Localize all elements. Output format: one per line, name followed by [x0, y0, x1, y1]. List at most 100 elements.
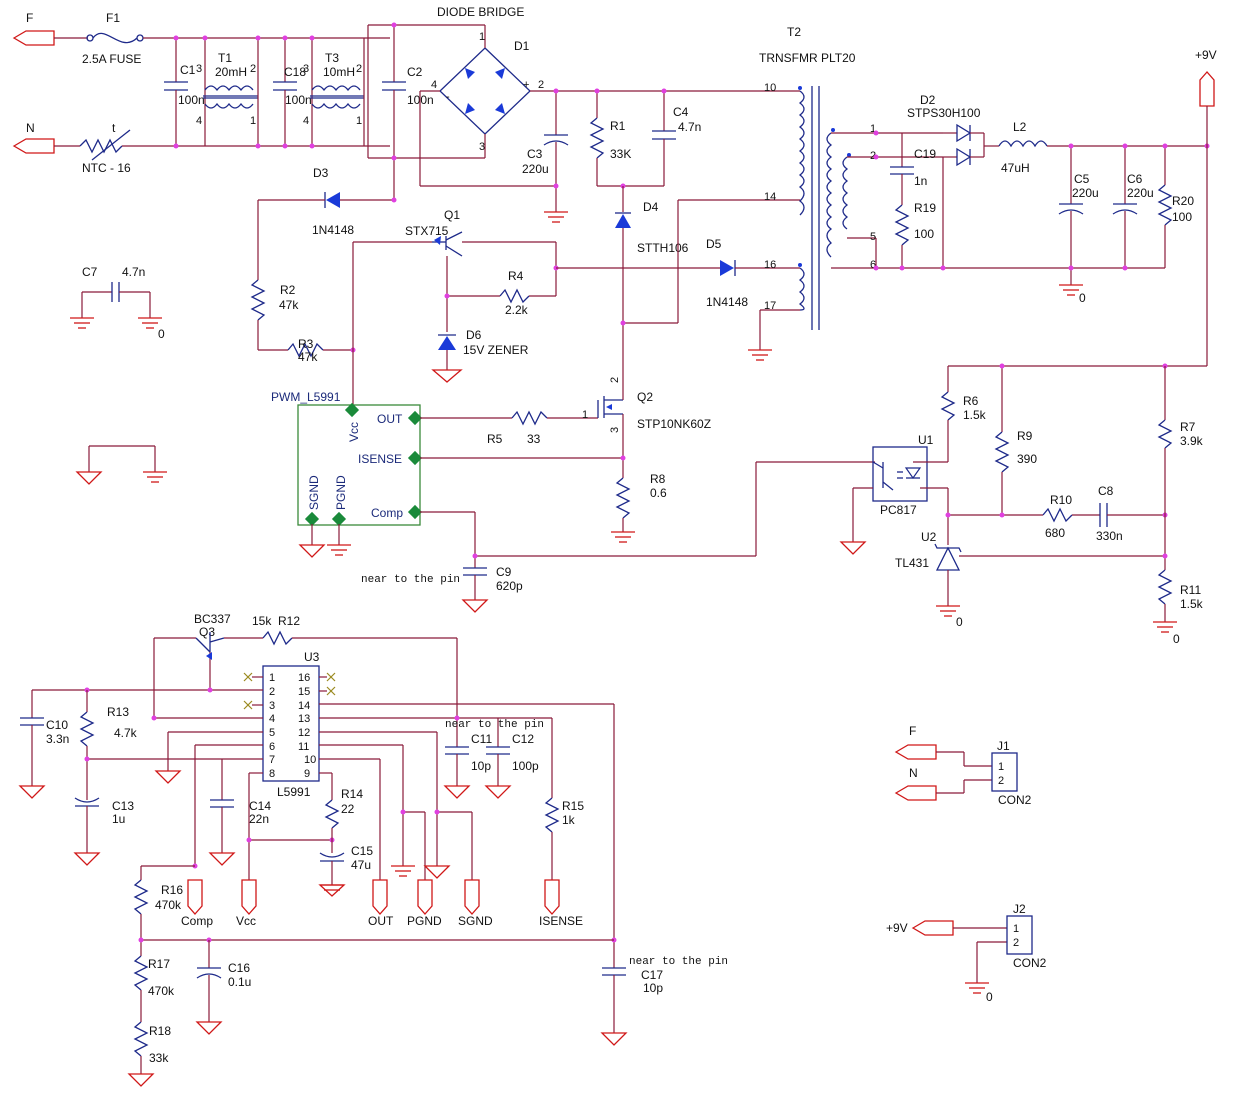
r8-ref: R8 — [650, 472, 666, 486]
pwm-l5991-block: PWM_L5991 Vcc OUT ISENSE Comp SGND PGND … — [271, 377, 875, 613]
svg-text:t: t — [112, 121, 116, 135]
svg-text:3: 3 — [609, 427, 621, 433]
svg-text:12: 12 — [298, 727, 310, 739]
r4-value: 2.2k — [505, 303, 529, 317]
svg-text:2: 2 — [998, 775, 1004, 787]
c9-value: 620p — [496, 579, 523, 593]
c5-value: 220u — [1072, 186, 1099, 200]
fuse-value: 2.5A FUSE — [82, 52, 141, 66]
r6-ref: R6 — [963, 394, 979, 408]
r12-value: 15k — [252, 614, 272, 628]
connector-j1: F N J1 1 2 CON2 — [894, 724, 1032, 807]
vout-label: +9V — [1195, 48, 1217, 62]
svg-text:2: 2 — [538, 79, 544, 91]
c18-ref: C18 — [284, 65, 306, 79]
c2-ref: C2 — [407, 65, 423, 79]
u3-port-pgnd: PGND — [407, 914, 442, 928]
l2-ref: L2 — [1013, 120, 1027, 134]
t1-value: 20mH — [215, 65, 247, 79]
r16-value: 470k — [155, 898, 182, 912]
t3-ref: T3 — [325, 51, 339, 65]
r19-ref: R19 — [914, 201, 936, 215]
diode-bridge-d1: DIODE BRIDGE D1 1 2 3 4 + - — [419, 5, 800, 187]
c3-ref: C3 — [527, 147, 543, 161]
secondary-side: D2 STPS30H100 C19 1n R19 100 L2 47uH — [873, 48, 1217, 366]
c10-value: 3.3n — [46, 732, 69, 746]
r15-value: 1k — [562, 813, 576, 827]
u1-ref: U1 — [918, 433, 934, 447]
c17-value: 10p — [643, 981, 663, 995]
c4-ref: C4 — [673, 105, 689, 119]
r8-value: 0.6 — [650, 486, 667, 500]
c3-value: 220u — [522, 162, 549, 176]
c7-value: 4.7n — [122, 265, 145, 279]
bridge-title: DIODE BRIDGE — [437, 5, 524, 19]
r1-ref: R1 — [610, 119, 626, 133]
r7-ref: R7 — [1180, 420, 1196, 434]
svg-text:2: 2 — [609, 377, 621, 383]
svg-text:14: 14 — [298, 700, 310, 712]
pwm-name: PWM_L5991 — [271, 390, 341, 404]
svg-text:14: 14 — [764, 191, 776, 203]
svg-text:11: 11 — [298, 741, 309, 753]
q3-value: BC337 — [194, 612, 231, 626]
r16-ref: R16 — [161, 883, 183, 897]
svg-text:1: 1 — [356, 115, 362, 127]
svg-text:3: 3 — [303, 63, 309, 75]
c12-ref: C12 — [512, 732, 534, 746]
d5-value: 1N4148 — [706, 295, 748, 309]
r10-ref: R10 — [1050, 493, 1072, 507]
u3-name: L5991 — [277, 785, 311, 799]
r14-ref: R14 — [341, 787, 363, 801]
svg-text:2: 2 — [250, 63, 256, 75]
u3-port-vcc: Vcc — [236, 914, 256, 928]
r3-ref: R3 — [298, 337, 314, 351]
t3-winding-bottom — [311, 102, 361, 109]
c10-ref: C10 — [46, 718, 68, 732]
c8-ref: C8 — [1098, 484, 1114, 498]
svg-text:1: 1 — [479, 31, 485, 43]
r11-value: 1.5k — [1180, 597, 1204, 611]
t2-value: TRNSFMR PLT20 — [759, 51, 856, 65]
d3-ref: D3 — [313, 166, 329, 180]
d2-value: STPS30H100 — [907, 106, 981, 120]
c17-ref: C17 — [641, 968, 663, 982]
pwm-pgnd-label: PGND — [334, 475, 348, 510]
c14-ref: C14 — [249, 799, 271, 813]
svg-text:1: 1 — [269, 672, 275, 684]
r14-value: 22 — [341, 802, 355, 816]
svg-text:3: 3 — [196, 63, 202, 75]
svg-text:0: 0 — [158, 327, 165, 341]
c4-value: 4.7n — [678, 120, 701, 134]
emi-filter: C1 100n T1 20mH 3 4 2 1 C18 100n T3 10mH… — [164, 22, 485, 200]
svg-text:0: 0 — [986, 990, 993, 1004]
c7-ref: C7 — [82, 265, 98, 279]
c8-value: 330n — [1096, 529, 1123, 543]
u3-port-sgnd: SGND — [458, 914, 493, 928]
svg-text:10: 10 — [764, 82, 776, 94]
svg-text:2: 2 — [269, 686, 275, 698]
q3-ref: Q3 — [199, 625, 215, 639]
q2-value: STP10NK60Z — [637, 417, 711, 431]
u3-port-out: OUT — [368, 914, 394, 928]
r13-ref: R13 — [107, 705, 129, 719]
c11-ref: C11 — [471, 732, 492, 746]
fuse-ref: F1 — [106, 11, 120, 25]
r19-value: 100 — [914, 227, 934, 241]
svg-text:16: 16 — [764, 259, 776, 271]
c1-value: 100n — [178, 93, 205, 107]
t3-value: 10mH — [323, 65, 355, 79]
svg-text:0: 0 — [1173, 632, 1180, 646]
transformer-t2: T2 TRNSFMR PLT20 10 14 16 17 1 2 5 6 — [759, 25, 876, 330]
u3-l5991-subcircuit: U3 L5991 1 2 3 4 5 6 7 8 16 15 14 13 12 … — [18, 612, 728, 1087]
port-n-label: N — [26, 121, 35, 135]
pwm-sgnd-label: SGND — [307, 475, 321, 510]
r7-value: 3.9k — [1180, 434, 1204, 448]
svg-text:3: 3 — [269, 700, 275, 712]
svg-text:10: 10 — [304, 754, 316, 766]
svg-text:17: 17 — [764, 300, 776, 312]
d2-ref: D2 — [920, 93, 936, 107]
svg-text:2: 2 — [1013, 937, 1019, 949]
ntc-thermistor — [79, 138, 123, 154]
fuse-f1 — [92, 32, 138, 44]
